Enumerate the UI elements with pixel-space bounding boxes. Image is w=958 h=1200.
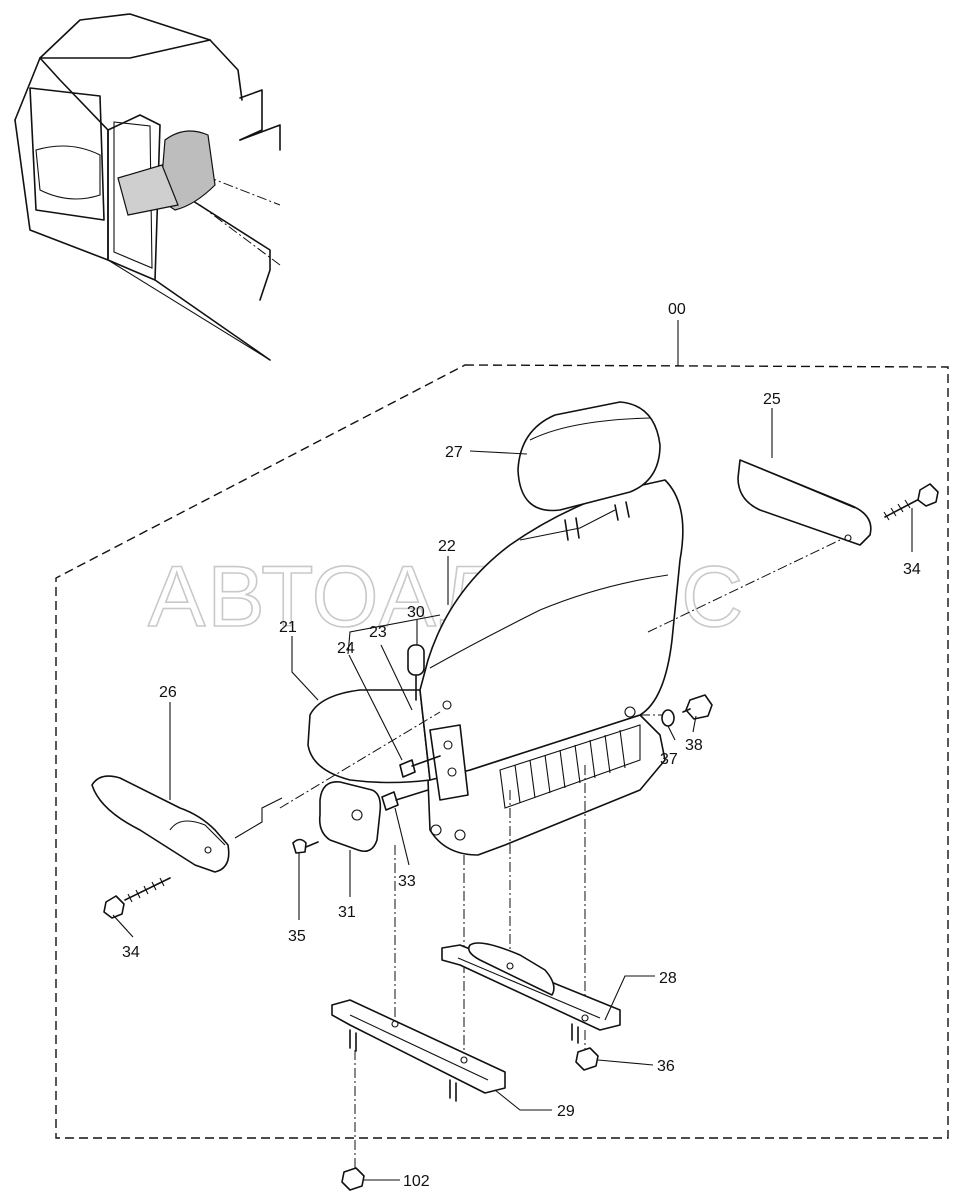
slide-rail-29 — [331, 999, 506, 1102]
cab-overview-illustration — [14, 13, 281, 361]
bolt-34-left — [103, 877, 171, 919]
callout-34-left: 34 — [122, 944, 140, 961]
assembly-boundary — [55, 364, 949, 1139]
armrest-left — [91, 775, 283, 873]
callout-labels: 00 27 25 34 22 30 21 23 24 26 37 38 33 3… — [122, 301, 921, 1190]
bolt-34-right — [883, 483, 939, 521]
callout-33: 33 — [398, 873, 416, 890]
callout-35: 35 — [288, 928, 306, 945]
screw-35 — [292, 838, 319, 854]
callout-30: 30 — [407, 604, 425, 621]
callout-37: 37 — [660, 751, 678, 768]
callout-23: 23 — [369, 624, 387, 641]
bolt-38 — [682, 694, 713, 720]
callout-102: 102 — [403, 1173, 430, 1190]
callout-25: 25 — [763, 391, 781, 408]
nut-36 — [575, 1047, 599, 1071]
callout-36: 36 — [657, 1058, 675, 1075]
callout-26: 26 — [159, 684, 177, 701]
callout-34-right: 34 — [903, 561, 921, 578]
callout-38: 38 — [685, 737, 703, 754]
leader-lines — [112, 408, 913, 1181]
alignment-lines — [279, 539, 841, 1170]
callout-27: 27 — [445, 444, 463, 461]
callout-28: 28 — [659, 970, 677, 987]
seat-body — [307, 401, 684, 856]
washer-37 — [661, 709, 675, 727]
callout-31: 31 — [338, 904, 356, 921]
slide-rail-28 — [441, 942, 621, 1044]
callout-22: 22 — [438, 538, 456, 555]
callout-29: 29 — [557, 1103, 575, 1120]
nut-102 — [341, 1167, 365, 1191]
cover-31 — [318, 781, 382, 853]
armrest-right — [737, 459, 872, 546]
callout-24: 24 — [337, 640, 355, 657]
callout-21: 21 — [279, 619, 297, 636]
callout-00: 00 — [668, 301, 686, 318]
